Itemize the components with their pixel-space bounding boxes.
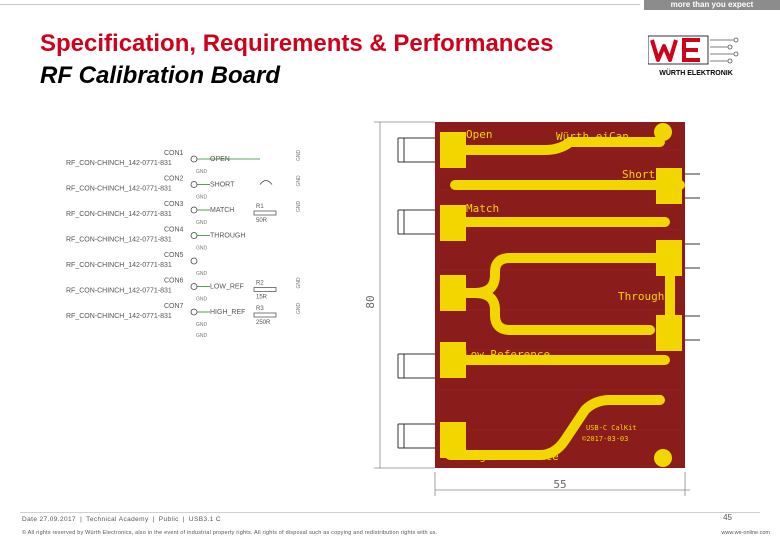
schematic-net-label: OPEN	[210, 156, 230, 163]
connector-symbol	[190, 308, 198, 316]
label-board-date: ©2017-03-03	[582, 435, 628, 443]
schematic-net-label: LOW_REF	[210, 284, 244, 291]
schematic-part-label: RF_CON-CHINCH_142-0771-831	[66, 160, 172, 167]
footer-copyright: © All rights reserved by Würth Electroni…	[22, 530, 438, 536]
pads	[440, 123, 682, 467]
label-open: Open	[466, 128, 493, 141]
gnd-label: GND	[196, 220, 208, 226]
pcb-board-render: 80 55	[364, 121, 700, 496]
label-through: Through	[618, 290, 664, 303]
gnd-label: GND	[196, 333, 208, 339]
footer-date: Date 27.09.2017	[22, 516, 77, 523]
dimension-lines	[374, 121, 690, 496]
gnd-label: GND	[196, 246, 208, 252]
schematic-con-label: CON7	[164, 303, 184, 310]
schematic-con-label: CON4	[164, 227, 184, 234]
resistor-symbol	[253, 312, 277, 318]
schematic-part-label: RF_CON-CHINCH_142-0771-831	[66, 262, 172, 269]
top-rule	[0, 4, 640, 5]
gnd-label: GND	[196, 169, 208, 175]
schematic-part-label: RF_CON-CHINCH_142-0771-831	[66, 186, 172, 193]
footer-rule	[20, 512, 760, 513]
schematic-part-label: RF_CON-CHINCH_142-0771-831	[66, 211, 172, 218]
schematic-res-value: 250R	[256, 320, 271, 326]
schematic-net-label: THROUGH	[210, 233, 245, 240]
schematic-con-label: CON2	[164, 176, 184, 183]
dimension-width-label: 55	[553, 478, 566, 491]
label-high-reference: High Reference	[466, 450, 559, 463]
gnd-label: GND	[296, 150, 302, 162]
footer-website[interactable]: www.we-online.com	[721, 530, 770, 536]
schematic-part-label: RF_CON-CHINCH_142-0771-831	[66, 288, 172, 295]
gnd-label: GND	[296, 277, 302, 289]
footer-dept: Technical Academy	[86, 516, 149, 523]
connector-symbol	[190, 283, 198, 290]
schematic-res-ref: R1	[256, 204, 264, 210]
gnd-label: GND	[296, 303, 302, 315]
gnd-label: GND	[296, 175, 302, 187]
schematic-con-label: CON1	[164, 150, 184, 157]
gnd-label: GND	[196, 322, 208, 328]
schematic-res-ref: R2	[256, 281, 264, 287]
sma-connectors	[397, 137, 700, 449]
connector-symbol	[190, 181, 198, 188]
connector-symbol	[190, 232, 198, 239]
footer-code: USB3.1 C	[188, 516, 222, 523]
schematic-res-ref: R3	[256, 306, 264, 312]
logo-text: WÜRTH ELEKTRONIK	[659, 68, 733, 77]
top-bar: more than you expect	[0, 0, 780, 10]
gnd-label: GND	[196, 271, 208, 277]
schematic-part-label: RF_CON-CHINCH_142-0771-831	[66, 313, 172, 320]
label-short: Short	[622, 168, 655, 181]
label-match: Match	[466, 202, 499, 215]
dimension-height-label: 80	[364, 295, 377, 308]
gnd-label: GND	[196, 297, 208, 303]
schematic-con-label: CON5	[164, 252, 184, 259]
page-title: Specification, Requirements & Performanc…	[40, 30, 554, 57]
schematic-net-label: HIGH_REF	[210, 309, 245, 316]
tagline: more than you expect	[644, 0, 780, 10]
label-brand: Würth eiCan	[556, 130, 629, 143]
page-subtitle: RF Calibration Board	[40, 62, 281, 89]
connector-symbol	[190, 155, 198, 163]
footer-class: Public	[158, 516, 179, 523]
schematic-net-label: SHORT	[210, 182, 235, 189]
schematic-con-label: CON3	[164, 201, 184, 208]
schematic-res-value: 15R	[256, 295, 268, 301]
schematic-con-label: CON6	[164, 278, 184, 285]
resistor-symbol	[253, 210, 277, 216]
footer-meta: Date 27.09.2017|Technical Academy|Public…	[22, 516, 222, 523]
gnd-label: GND	[296, 201, 302, 213]
label-low-reference: Low Reference	[464, 348, 550, 361]
wurth-logo: WÜRTH ELEKTRONIK	[648, 35, 739, 77]
schematic-part-label: RF_CON-CHINCH_142-0771-831	[66, 237, 172, 244]
page-number: 45	[723, 513, 732, 522]
resistor-symbol	[253, 287, 277, 292]
connector-symbol	[190, 257, 198, 265]
gnd-label: GND	[196, 195, 208, 201]
connector-symbol	[190, 206, 198, 214]
label-board-id: USB-C CalKit	[586, 424, 637, 432]
schematic-net-label: MATCH	[210, 207, 234, 214]
short-symbol	[259, 180, 273, 185]
schematic-res-value: 50R	[256, 218, 268, 224]
